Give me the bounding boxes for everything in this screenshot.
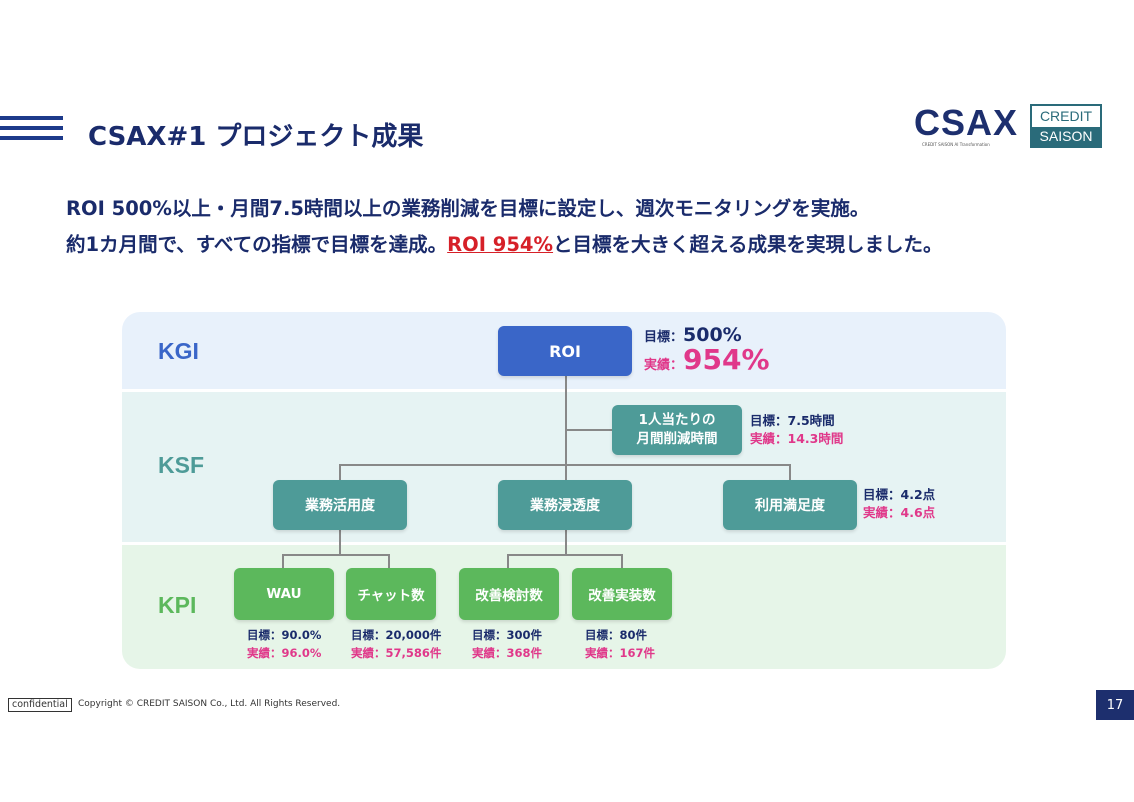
kpi-impl-box: 改善実装数	[572, 568, 672, 620]
page-title: CSAX#1 プロジェクト成果	[88, 122, 424, 152]
kpi-review-target: 目標：300件	[472, 628, 543, 642]
ksf-satisfaction-actual: 実績：4.6点	[863, 505, 936, 520]
ksf-time-reduction-box: 1人当たりの 月間削減時間	[612, 405, 742, 455]
kgi-roi-annotation: 目標：500% 実績：954%	[644, 324, 770, 377]
connector-kpi-right-trunk	[565, 530, 567, 555]
kpi-chat-actual: 実績：57,586件	[351, 646, 442, 660]
connector-kpi-left-bar	[282, 554, 390, 556]
kpi-review-box: 改善検討数	[459, 568, 559, 620]
lead-highlight-roi: ROI 954%	[447, 233, 554, 256]
kgi-roi-box: ROI	[498, 326, 632, 376]
confidential-badge: confidential	[8, 698, 72, 712]
copyright-text: Copyright © CREDIT SAISON Co., Ltd. All …	[78, 699, 341, 709]
connector-ksf-bar	[339, 464, 791, 466]
kpi-review-actual: 実績：368件	[472, 646, 543, 660]
kpi-chat-box: チャット数	[346, 568, 436, 620]
ksf-time-line-2: 月間削減時間	[636, 431, 718, 447]
kpi-chat-annotation: 目標：20,000件 実績：57,586件	[351, 626, 441, 662]
kpi-review-annotation: 目標：300件 実績：368件	[472, 626, 542, 662]
kgi-label: KGI	[158, 338, 199, 364]
kgi-actual-label: 実績：	[644, 358, 684, 373]
ksf-satisfaction-target: 目標：4.2点	[863, 487, 936, 502]
connector-roi-trunk	[565, 376, 567, 531]
lead-line-2-after: と目標を大きく超える成果を実現しました。	[553, 233, 943, 256]
connector-kpi-wau	[282, 554, 284, 568]
header-stripes-icon	[0, 116, 63, 146]
connector-kpi-right-bar	[507, 554, 623, 556]
csax-logo: CSAX CREDIT SAISON AI Transformation	[914, 102, 1017, 150]
credit-logo-top: CREDIT	[1039, 108, 1093, 124]
ksf-usage-box: 業務活用度	[273, 480, 407, 530]
kpi-wau-target: 目標：90.0%	[247, 628, 322, 642]
ksf-label: KSF	[158, 452, 204, 478]
connector-kpi-review	[507, 554, 509, 568]
ksf-satisfaction-box: 利用満足度	[723, 480, 857, 530]
kpi-impl-annotation: 目標：80件 実績：167件	[585, 626, 655, 662]
ksf-time-annotation: 目標：7.5時間 実績：14.3時間	[750, 412, 843, 448]
lead-line-2: 約1カ月間で、すべての指標で目標を達成。ROI 954%と目標を大きく超える成果…	[66, 228, 942, 257]
ksf-time-target: 目標：7.5時間	[750, 413, 835, 428]
ksf-time-actual: 実績：14.3時間	[750, 431, 844, 446]
ksf-time-line-1: 1人当たりの	[638, 412, 716, 428]
connector-ksf-top	[566, 429, 612, 431]
kpi-impl-actual: 実績：167件	[585, 646, 656, 660]
kpi-impl-target: 目標：80件	[585, 628, 648, 642]
ksf-penetration-box: 業務浸透度	[498, 480, 632, 530]
connector-kpi-impl	[621, 554, 623, 568]
credit-saison-logo: CREDIT SAISON	[1030, 104, 1102, 148]
kpi-chat-target: 目標：20,000件	[351, 628, 442, 642]
kpi-wau-box: WAU	[234, 568, 334, 620]
connector-ksf-right	[789, 464, 791, 481]
kgi-target-label: 目標：	[644, 330, 684, 345]
connector-kpi-left-trunk	[339, 530, 341, 555]
lead-line-1: ROI 500%以上・月間7.5時間以上の業務削減を目標に設定し、週次モニタリン…	[66, 197, 870, 220]
csax-logo-text: CSAX	[914, 102, 1019, 143]
kgi-target-value: 500%	[683, 324, 742, 346]
connector-kpi-chat	[388, 554, 390, 568]
kgi-actual-value: 954%	[683, 343, 770, 376]
connector-ksf-left	[339, 464, 341, 481]
page-number: 17	[1096, 690, 1134, 720]
csax-logo-subtext: CREDIT SAISON AI Transformation	[922, 142, 990, 147]
kpi-label: KPI	[158, 592, 197, 618]
kpi-wau-annotation: 目標：90.0% 実績：96.0%	[247, 626, 321, 662]
ksf-satisfaction-annotation: 目標：4.2点 実績：4.6点	[863, 486, 935, 522]
credit-logo-bottom: SAISON	[1032, 127, 1100, 146]
lead-line-2-before: 約1カ月間で、すべての指標で目標を達成。	[66, 233, 448, 256]
kpi-wau-actual: 実績：96.0%	[247, 646, 322, 660]
